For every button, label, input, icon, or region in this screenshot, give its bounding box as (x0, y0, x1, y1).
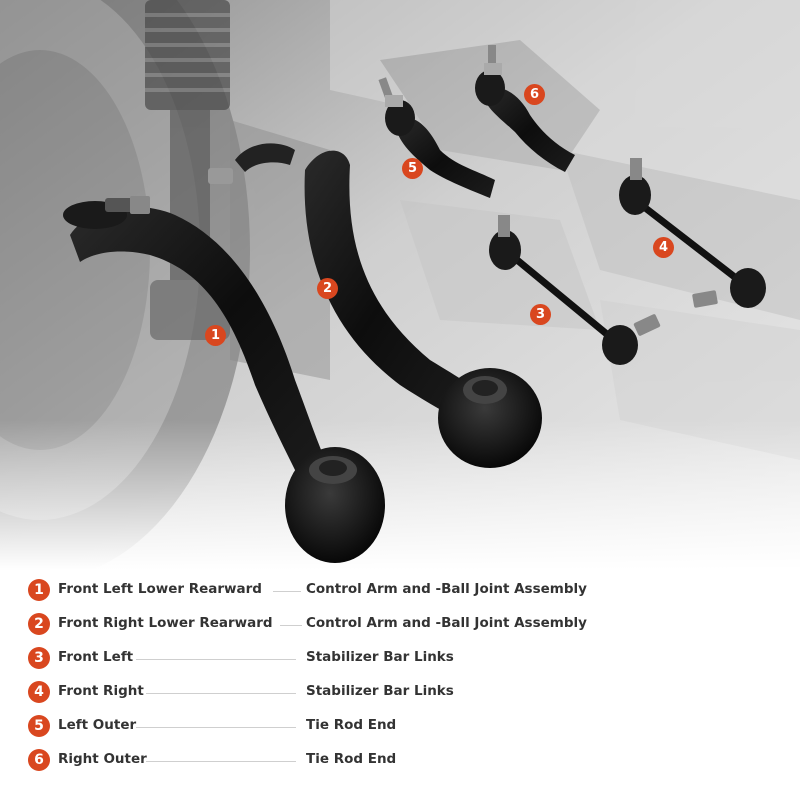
legend-part: Control Arm and -Ball Joint Assembly (306, 581, 587, 597)
legend-part: Tie Rod End (306, 717, 397, 733)
legend-location: Front Left (58, 649, 134, 665)
legend-part: Stabilizer Bar Links (306, 649, 454, 665)
legend-divider (136, 659, 296, 660)
legend-location: Front Left Lower Rearward (58, 581, 262, 597)
legend-number: 5 (28, 715, 50, 737)
legend-row-2: 2 Front Right Lower Rearward Control Arm… (28, 609, 768, 639)
legend-row-4: 4 Front Right Stabilizer Bar Links (28, 677, 768, 707)
part-2-control-arm (208, 143, 542, 468)
legend-divider (273, 591, 301, 592)
legend-row-5: 5 Left Outer Tie Rod End (28, 711, 768, 741)
legend-row-6: 6 Right Outer Tie Rod End (28, 745, 768, 775)
legend-row-3: 3 Front Left Stabilizer Bar Links (28, 643, 768, 673)
part-5-tie-rod-end (378, 77, 495, 198)
legend-row-1: 1 Front Left Lower Rearward Control Arm … (28, 575, 768, 605)
legend-number: 4 (28, 681, 50, 703)
suspension-photo (0, 0, 800, 570)
badge-2: 2 (317, 278, 338, 299)
legend-part: Control Arm and -Ball Joint Assembly (306, 615, 587, 631)
legend-location: Left Outer (58, 717, 137, 733)
legend-part: Stabilizer Bar Links (306, 683, 454, 699)
badge-1: 1 (205, 325, 226, 346)
legend-divider (146, 761, 296, 762)
part-6-tie-rod-end (475, 45, 575, 172)
legend-location: Right Outer (58, 751, 147, 767)
legend-divider (146, 693, 296, 694)
bottom-fade (0, 420, 800, 570)
part-1-control-arm (63, 196, 385, 563)
legend-number: 1 (28, 579, 50, 601)
badge-5: 5 (402, 158, 423, 179)
legend-part: Tie Rod End (306, 751, 397, 767)
legend-divider (280, 625, 302, 626)
badge-3: 3 (530, 304, 551, 325)
legend-divider (136, 727, 296, 728)
part-3-stabilizer-link (489, 215, 661, 365)
parts-legend: 1 Front Left Lower Rearward Control Arm … (0, 570, 800, 800)
badge-4: 4 (653, 237, 674, 258)
legend-location: Front Right (58, 683, 144, 699)
legend-number: 2 (28, 613, 50, 635)
badge-6: 6 (524, 84, 545, 105)
legend-number: 6 (28, 749, 50, 771)
legend-location: Front Right Lower Rearward (58, 615, 273, 631)
part-4-stabilizer-link (619, 158, 766, 308)
legend-number: 3 (28, 647, 50, 669)
